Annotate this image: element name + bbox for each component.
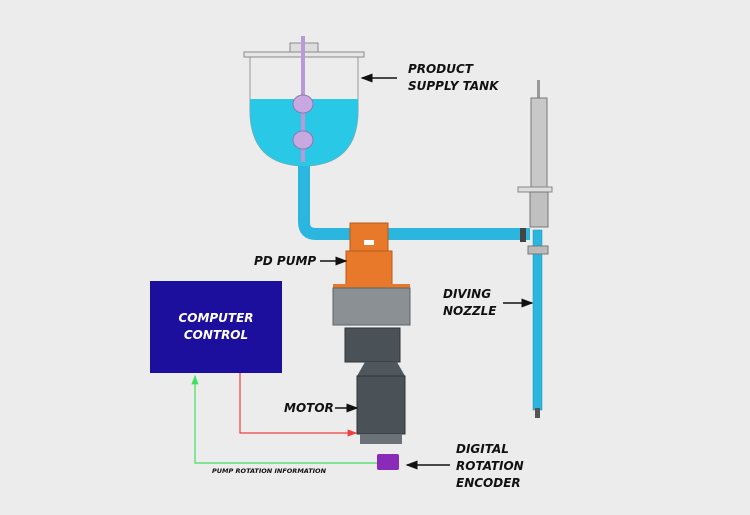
encoder-label-line1: DIGITAL xyxy=(456,442,509,456)
digital-rotation-encoder xyxy=(377,454,399,470)
product-supply-tank xyxy=(243,36,365,167)
nozzle-label-line1: DIVING xyxy=(443,287,491,301)
computer-label-line2: CONTROL xyxy=(184,328,248,342)
computer-label-line1: COMPUTER xyxy=(178,311,253,325)
tank-label-line2: SUPPLY TANK xyxy=(408,79,500,93)
pd-pump xyxy=(332,222,411,363)
nozzle-label-line2: NOZZLE xyxy=(443,304,497,318)
motor-label: MOTOR xyxy=(284,401,334,415)
diving-nozzle xyxy=(517,80,553,418)
control-signal-line xyxy=(239,373,358,437)
encoder-label-line2: ROTATION xyxy=(456,459,524,473)
tank-label-line1: PRODUCT xyxy=(408,62,474,76)
feedback-signal-line xyxy=(191,374,377,464)
supply-pipe xyxy=(298,166,530,240)
feedback-label: PUMP ROTATION INFORMATION xyxy=(212,467,327,475)
computer-control-box: COMPUTER CONTROL xyxy=(150,281,282,373)
motor xyxy=(356,362,406,444)
pump-label: PD PUMP xyxy=(254,254,316,268)
encoder-label-line3: ENCODER xyxy=(456,476,521,490)
